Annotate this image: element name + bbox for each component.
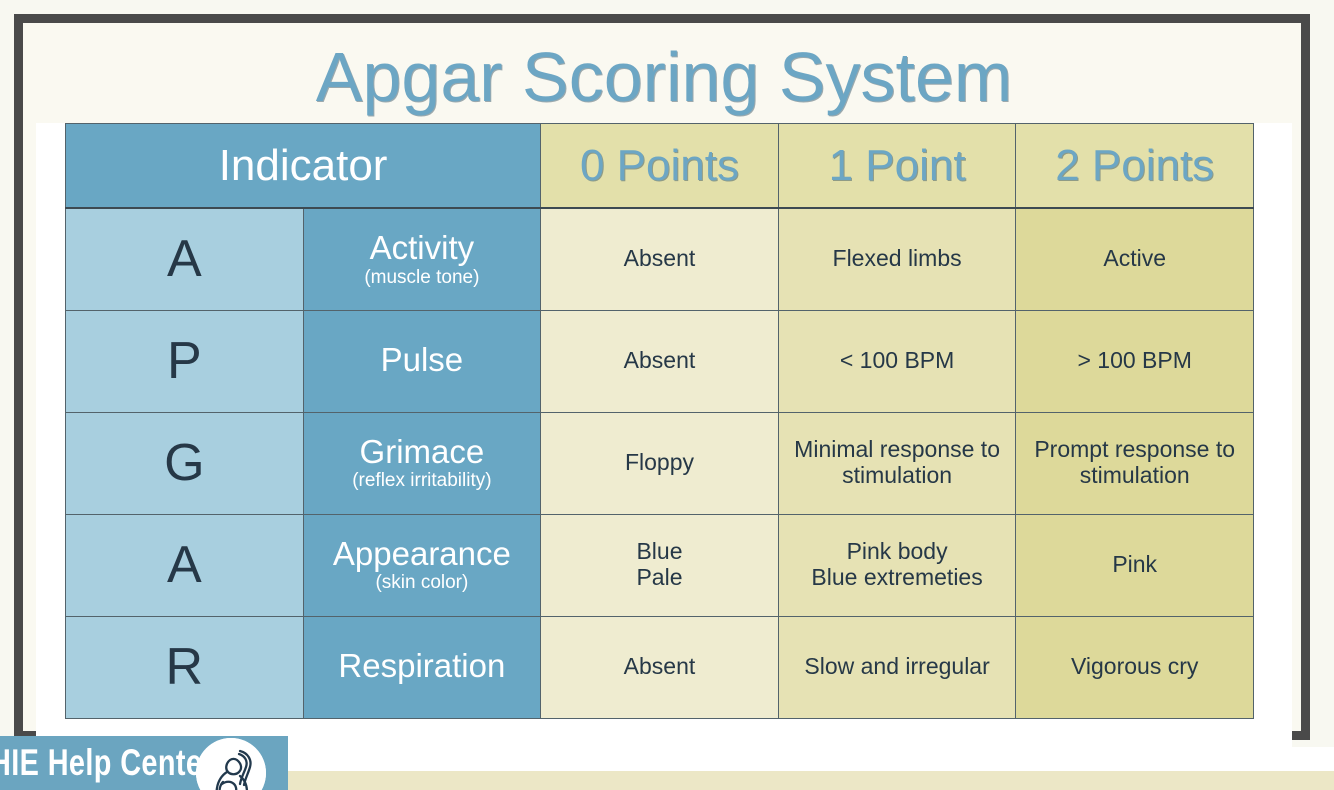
table-row: P Pulse Absent < 100 BPM > 100 BPM — [65, 309, 1254, 413]
row-letter: R — [65, 615, 304, 719]
cell-2-points: Prompt response to stimulation — [1015, 411, 1254, 515]
row-indicator-name: Appearance (skin color) — [302, 513, 542, 617]
row-indicator-name: Pulse — [302, 309, 542, 413]
cell-1-point: Minimal response to stimulation — [777, 411, 1017, 515]
indicator-name-main: Grimace — [359, 432, 485, 470]
row-indicator-name: Activity (muscle tone) — [302, 207, 542, 311]
table-body: A Activity (muscle tone) Absent Flexed l… — [65, 207, 1254, 719]
indicator-name-main: Respiration — [338, 646, 506, 684]
apgar-scoring-table: Indicator 0 Points 1 Point 2 Points A Ac… — [64, 123, 1254, 719]
column-header-0-points: 0 Points — [540, 123, 779, 209]
page-title: Apgar Scoring System — [315, 38, 1013, 116]
table-row: A Activity (muscle tone) Absent Flexed l… — [65, 207, 1254, 311]
indicator-name-sub: (skin color) — [375, 572, 469, 594]
cell-2-points: Vigorous cry — [1015, 615, 1254, 719]
watermark-text: HIE Help Center — [0, 742, 214, 783]
cell-1-point: Flexed limbs — [777, 207, 1017, 311]
row-letter: A — [65, 513, 304, 617]
cell-0-points: Absent — [540, 615, 779, 719]
column-header-indicator: Indicator — [64, 123, 542, 209]
table-row: G Grimace (reflex irritability) Floppy M… — [65, 411, 1254, 515]
indicator-name-main: Appearance — [332, 534, 511, 572]
indicator-name-sub: (reflex irritability) — [352, 470, 492, 492]
bottom-khaki-band — [0, 771, 1334, 790]
row-letter: P — [65, 309, 304, 413]
table-header: Indicator 0 Points 1 Point 2 Points — [64, 123, 1254, 209]
cell-2-points: > 100 BPM — [1015, 309, 1254, 413]
column-header-2-points: 2 Points — [1015, 123, 1254, 209]
table-header-row: Indicator 0 Points 1 Point 2 Points — [64, 123, 1254, 209]
cell-0-points: Absent — [540, 309, 779, 413]
cell-0-points: Floppy — [540, 411, 779, 515]
cell-1-point: < 100 BPM — [777, 309, 1017, 413]
row-letter: G — [65, 411, 304, 515]
indicator-name-sub: (muscle tone) — [364, 266, 480, 288]
watermark-logo-bar: HIE Help Center — [0, 736, 288, 790]
cell-2-points: Active — [1015, 207, 1254, 311]
table-row: R Respiration Absent Slow and irregular … — [65, 615, 1254, 719]
indicator-name-main: Activity — [369, 228, 475, 266]
cell-0-points: Absent — [540, 207, 779, 311]
indicator-name-main: Pulse — [380, 340, 464, 378]
row-indicator-name: Grimace (reflex irritability) — [302, 411, 542, 515]
column-header-1-point: 1 Point — [777, 123, 1017, 209]
cell-2-points: Pink — [1015, 513, 1254, 617]
row-letter: A — [65, 207, 304, 311]
cell-1-point: Slow and irregular — [777, 615, 1017, 719]
mother-and-baby-icon — [196, 738, 266, 790]
row-indicator-name: Respiration — [302, 615, 542, 719]
